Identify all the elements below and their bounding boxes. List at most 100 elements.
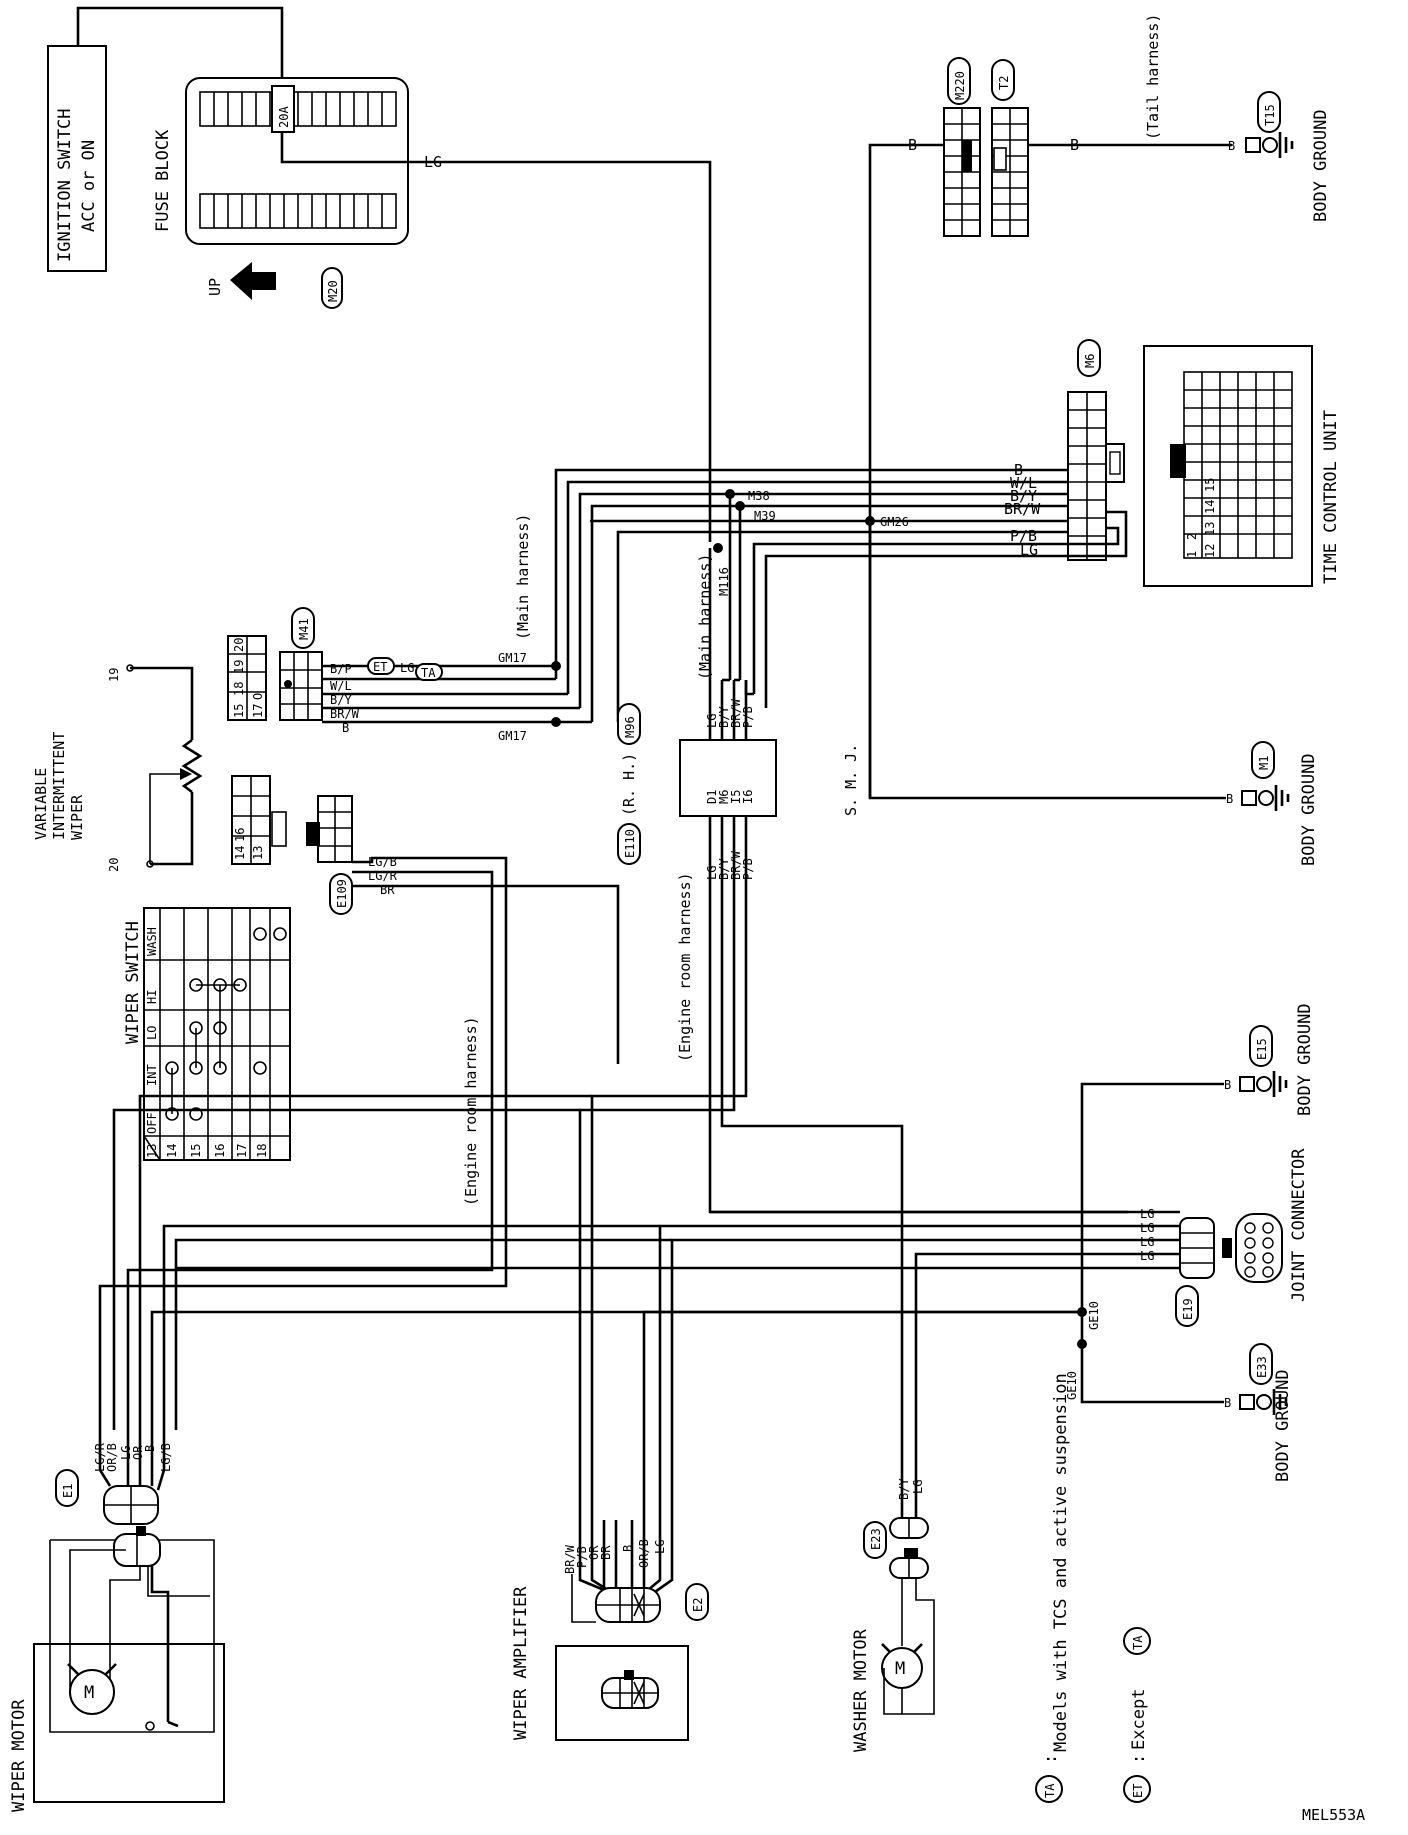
svg-text:14: 14 (1203, 500, 1217, 514)
m6-pin-color: B (1014, 461, 1023, 479)
e109-pin-color: LG/R (368, 869, 398, 883)
svg-text:1: 1 (1185, 551, 1199, 558)
junction-gm17-bottom (551, 717, 561, 727)
svg-text:ET: ET (373, 660, 387, 674)
svg-text:M6: M6 (1083, 354, 1097, 368)
junction-m39 (735, 501, 745, 511)
washer-motor-symbol-icon: M (895, 1659, 905, 1679)
diagram-code: MEL553A (1302, 1806, 1365, 1824)
m6-pin-color: BR/W (1004, 500, 1041, 518)
e1-pin-color: LG (119, 1446, 133, 1460)
svg-text:TA: TA (1131, 1635, 1145, 1650)
m41-wires (322, 664, 592, 724)
e109-br-wire (352, 884, 620, 1064)
variable-intermittent-wiper: VARIABLE INTERMITTENT WIPER 19 20 (32, 664, 203, 872)
e1-pin-color: OR (131, 1445, 145, 1460)
m96-pin-label: I5 (729, 790, 743, 804)
svg-text:ET: ET (1131, 1784, 1145, 1798)
wiper-switch-title: WIPER SWITCH (123, 921, 143, 1044)
ta-tag: TA (415, 663, 443, 681)
fuse-output-color: LG (424, 153, 442, 171)
e19-wires (176, 1210, 1180, 1520)
engine-room-harness-label-2: (Engine room harness) (676, 872, 694, 1062)
m220-wire-color: B (908, 136, 917, 154)
svg-text:VARIABLE: VARIABLE (32, 768, 50, 840)
svg-text:TA: TA (421, 666, 436, 680)
svg-text:E1: E1 (61, 1484, 75, 1498)
e109-pin-color: BR (380, 883, 395, 897)
svg-text:20: 20 (107, 858, 121, 872)
main-harness-label: (Main harness) (514, 514, 532, 640)
svg-text:TA: TA (1043, 1783, 1057, 1798)
fuse-block-label: FUSE BLOCK (153, 129, 173, 232)
ground-e15: B E15 BODY GROUND (1080, 1003, 1315, 1312)
e1-pin-color: B (143, 1445, 157, 1452)
e19-pin-color: LG (1140, 1207, 1154, 1221)
connector-e109 (306, 795, 353, 863)
m41-pin-color: B (342, 721, 349, 735)
e110-wires (578, 816, 1128, 1520)
legend-ta-text: Models with TCS and active suspension (1051, 1373, 1071, 1752)
t15-body-ground-label: BODY GROUND (1311, 109, 1331, 222)
svg-text:14: 14 (233, 846, 247, 860)
svg-text:M38: M38 (748, 489, 770, 503)
wiper-motor: M WIPER MOTOR (9, 1526, 225, 1812)
e2-pin-color: B (621, 1545, 635, 1552)
svg-text:T15: T15 (1263, 104, 1277, 126)
connector-tag-t2: T2 (991, 59, 1015, 101)
svg-text:16: 16 (233, 828, 247, 842)
e1-pin-color: OR/B (105, 1443, 119, 1472)
connector-e1 (98, 1430, 166, 1525)
connector-e23 (888, 1517, 930, 1579)
wiper-amplifier: WIPER AMPLIFIER (511, 1586, 689, 1741)
svg-text:M220: M220 (953, 71, 967, 100)
e109-lgb-wire (98, 856, 508, 1430)
svg-text:B: B (1228, 139, 1235, 153)
svg-text:O: O (251, 693, 265, 700)
m6-pin-color: P/B (1010, 527, 1037, 545)
svg-text:OFF: OFF (145, 1112, 159, 1134)
svg-text:WASH: WASH (145, 927, 159, 956)
fuse-rating: 20A (277, 106, 291, 128)
e2-pin-color: P/B (575, 1546, 589, 1568)
ground-e33: B E33 BODY GROUND (1224, 1343, 1293, 1482)
svg-text:GM17: GM17 (498, 651, 527, 665)
fuse-output-wire (280, 132, 712, 542)
svg-text:WIPER: WIPER (68, 794, 86, 840)
washer-motor-wires (900, 1498, 918, 1520)
e23-pin-color: B/Y (897, 1478, 911, 1500)
joint-connector-label: JOINT CONNECTOR (1289, 1148, 1309, 1302)
m220-ground-wire (868, 143, 944, 798)
e110-color: B/Y (717, 858, 731, 880)
svg-text:M1: M1 (1257, 756, 1271, 770)
svg-text:B: B (1224, 1396, 1231, 1410)
e110-color: BR/W (729, 850, 743, 880)
svg-text:19: 19 (232, 660, 246, 674)
svg-text:M116: M116 (717, 567, 731, 596)
connector-m6 (1067, 391, 1125, 561)
svg-text:13: 13 (145, 1144, 159, 1158)
time-control-unit-label: TIME CONTROL UNIT (1321, 410, 1341, 584)
wiper-amplifier-label: WIPER AMPLIFIER (511, 1586, 531, 1740)
smj-ground-wire (868, 521, 1226, 800)
connector-tag-m220: M220 (947, 57, 971, 105)
legend-et-text: Except (1129, 1689, 1149, 1750)
svg-text:15: 15 (189, 1144, 203, 1158)
m6-pin-color: LG (1020, 541, 1038, 559)
svg-text:INTERMITTENT: INTERMITTENT (50, 732, 68, 840)
svg-text:16: 16 (213, 1144, 227, 1158)
connector-m220 (943, 107, 981, 237)
svg-text:B: B (1224, 1078, 1231, 1092)
svg-text:LG: LG (400, 661, 414, 675)
svg-text:17: 17 (235, 1144, 249, 1158)
svg-text:BODY GROUND: BODY GROUND (1273, 1369, 1293, 1482)
svg-text:BODY GROUND: BODY GROUND (1299, 753, 1319, 866)
svg-text:18: 18 (232, 682, 246, 696)
svg-text:INT: INT (145, 1064, 159, 1086)
m96-pin-label: D1 (705, 790, 719, 804)
svg-text:12: 12 (1203, 544, 1217, 558)
svg-text:15: 15 (1203, 478, 1217, 492)
connector-m96-e110 (679, 739, 777, 817)
ground-m1: B M1 BODY GROUND (1226, 741, 1319, 866)
e19-pin-color: LG (1140, 1221, 1154, 1235)
